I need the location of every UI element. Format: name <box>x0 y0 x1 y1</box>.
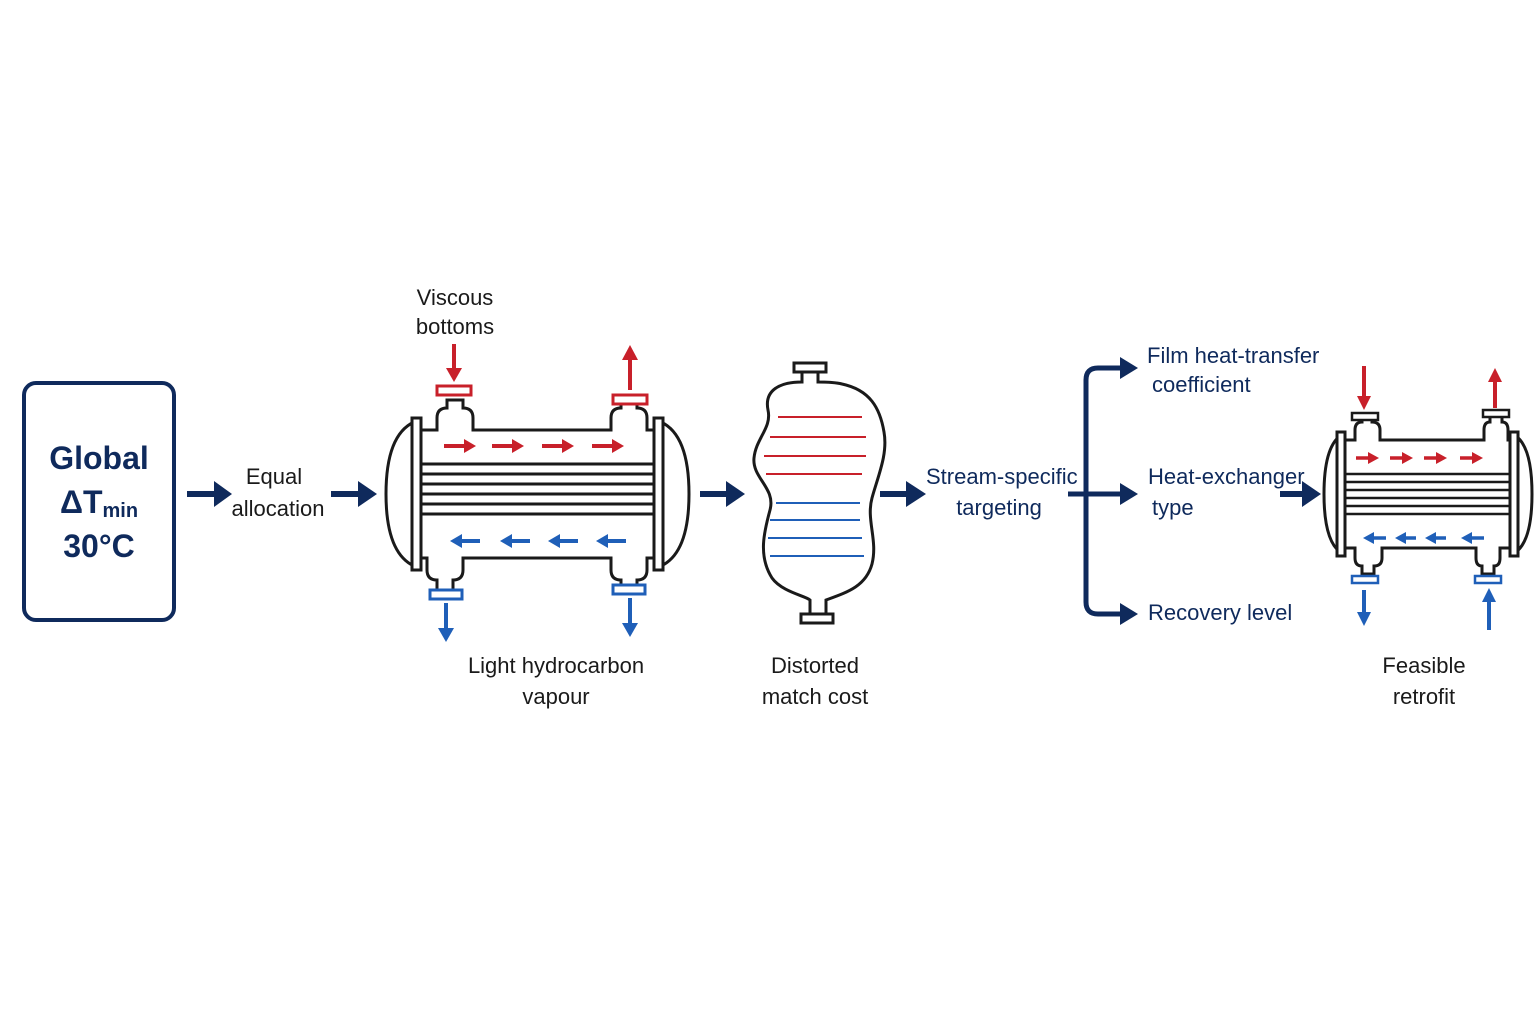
flow-arrow-icon <box>700 481 745 507</box>
heat-exchanger-label: Heat-exchanger <box>1148 464 1305 489</box>
branch-arrowhead <box>1120 603 1138 625</box>
type-label: type <box>1152 495 1194 520</box>
film-coefficient-label: Film heat-transfer <box>1147 343 1320 368</box>
flow-arrow-icon <box>187 481 232 507</box>
global-dtmin-box <box>22 381 176 622</box>
branch-arrowhead <box>1120 357 1138 379</box>
targeting-label: targeting <box>956 495 1042 520</box>
shell-and-tube-exchanger-icon <box>384 344 691 642</box>
distorted-label: Distorted <box>770 653 860 678</box>
flow-arrow-icon <box>1280 481 1321 507</box>
distorted-vessel-icon <box>752 361 887 625</box>
delta-t-symbol: ΔT <box>59 484 103 520</box>
vapour-label: vapour <box>522 684 590 709</box>
light-hydrocarbon-label: Light hydrocarbon <box>467 653 645 678</box>
flow-arrow-icon <box>331 481 377 507</box>
bottoms-label: bottoms <box>415 314 495 339</box>
delta-t-min-label: ΔTmin <box>22 484 176 523</box>
retrofit-label: retrofit <box>1392 684 1456 709</box>
equal-label: Equal <box>245 464 303 489</box>
global-label: Global <box>49 440 149 476</box>
stream-specific-label: Stream-specific <box>926 464 1078 489</box>
allocation-label: allocation <box>231 496 325 521</box>
branch-arrowhead <box>1120 483 1138 505</box>
temperature-value: 30°C <box>63 528 135 564</box>
match-cost-label: match cost <box>761 684 869 709</box>
feasible-label: Feasible <box>1382 653 1466 678</box>
viscous-label: Viscous <box>416 285 494 310</box>
flow-arrow-icon <box>880 481 926 507</box>
shell-and-tube-exchanger-icon <box>1322 366 1534 630</box>
recovery-level-label: Recovery level <box>1148 600 1293 625</box>
delta-t-subscript: min <box>102 500 139 522</box>
coefficient-label: coefficient <box>1152 372 1251 397</box>
branch-bracket-icon <box>1068 365 1126 617</box>
